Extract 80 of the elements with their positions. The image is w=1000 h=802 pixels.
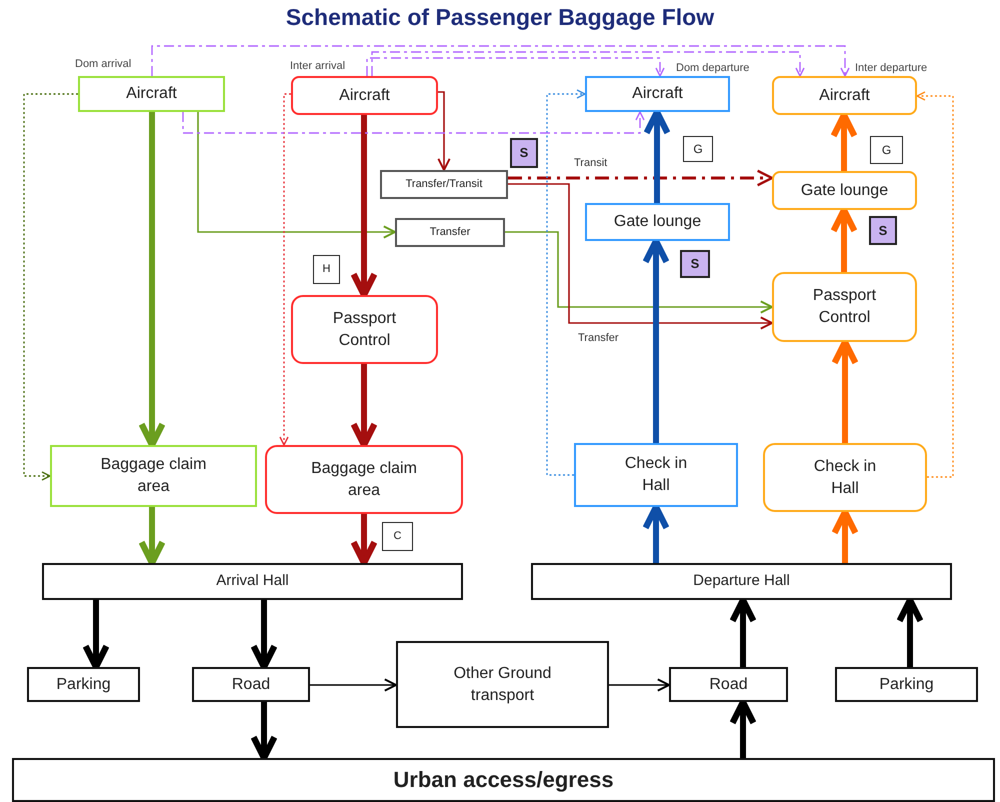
process-box [78, 76, 225, 112]
node-text: Aircraft [339, 86, 390, 106]
process-box [395, 218, 505, 247]
dashed-arrow [182, 111, 645, 134]
node-text: Check in Hall [624, 454, 688, 496]
node-text: Transfer [430, 225, 470, 240]
node-text: Aircraft [632, 84, 683, 104]
marker-box [869, 216, 897, 245]
node-text: Arrival Hall [216, 571, 289, 592]
dashed-arrow [916, 91, 954, 478]
marker-box [683, 136, 713, 162]
dashed-arrow [151, 45, 850, 77]
dashed-arrow [546, 89, 586, 476]
node-text: S [690, 255, 700, 273]
arrow [508, 183, 773, 330]
process-box [265, 445, 463, 514]
process-box [585, 203, 730, 241]
process-box [291, 295, 438, 364]
process-box [396, 641, 609, 728]
arrow [197, 112, 396, 239]
node-caption: Dom arrival [75, 58, 132, 70]
node-text: Departure Hall [693, 571, 790, 592]
node-text: S [520, 144, 528, 162]
marker-box [382, 522, 413, 551]
dashed-arrow [23, 93, 78, 481]
node-text: Parking [879, 674, 934, 695]
node-text: Parking [56, 674, 111, 695]
dashed-arrow [371, 51, 805, 77]
node-text: Check in Hall [812, 456, 878, 498]
node-text: G [882, 142, 892, 158]
process-box [27, 667, 140, 702]
marker-box [313, 255, 340, 284]
edge-label: Transit [572, 157, 610, 169]
process-box [585, 76, 730, 112]
node-text: Transfer/Transit [406, 177, 482, 192]
node-text: S [878, 222, 888, 240]
node-text: Baggage claim area [100, 455, 208, 497]
node-caption: Inter arrival [290, 60, 346, 72]
process-box [531, 563, 952, 600]
arrow [437, 91, 451, 171]
node-text: Passport Control [332, 308, 398, 350]
node-text: Baggage claim area [310, 458, 418, 500]
dashed-arrow [279, 93, 291, 446]
process-box [835, 667, 978, 702]
node-text: H [322, 262, 330, 277]
node-text: Aircraft [819, 86, 870, 106]
process-box [763, 443, 927, 512]
process-box [50, 445, 257, 507]
marker-box [870, 136, 903, 164]
process-box [12, 758, 995, 802]
process-box [192, 667, 310, 702]
node-text: Gate lounge [800, 180, 888, 201]
node-text: Gate lounge [614, 212, 702, 232]
node-text: Road [709, 674, 748, 695]
process-box [291, 76, 438, 115]
diagram-title: Schematic of Passenger Baggage Flow [284, 4, 716, 31]
process-box [42, 563, 463, 600]
marker-box [680, 250, 710, 278]
node-text: Aircraft [126, 84, 177, 104]
marker-box [510, 138, 538, 168]
node-text: C [394, 529, 402, 544]
process-box [574, 443, 738, 507]
arrow [505, 231, 773, 314]
process-box [772, 171, 917, 210]
dashed-arrow [508, 170, 774, 186]
node-text: Passport Control [812, 286, 878, 328]
node-text: Road [232, 674, 270, 695]
process-box [380, 170, 508, 199]
process-box [669, 667, 788, 702]
node-text: Other Ground transport [452, 664, 552, 706]
process-box [772, 272, 917, 342]
edge-label: Transfer [576, 332, 621, 344]
node-caption: Dom departure [676, 62, 750, 74]
process-box [772, 76, 917, 115]
arrow [609, 678, 670, 692]
node-text: G [693, 140, 703, 158]
node-caption: Inter departure [855, 62, 928, 74]
node-text: Urban access/egress [393, 766, 614, 794]
dashed-arrow [366, 57, 665, 77]
arrow [310, 678, 397, 692]
